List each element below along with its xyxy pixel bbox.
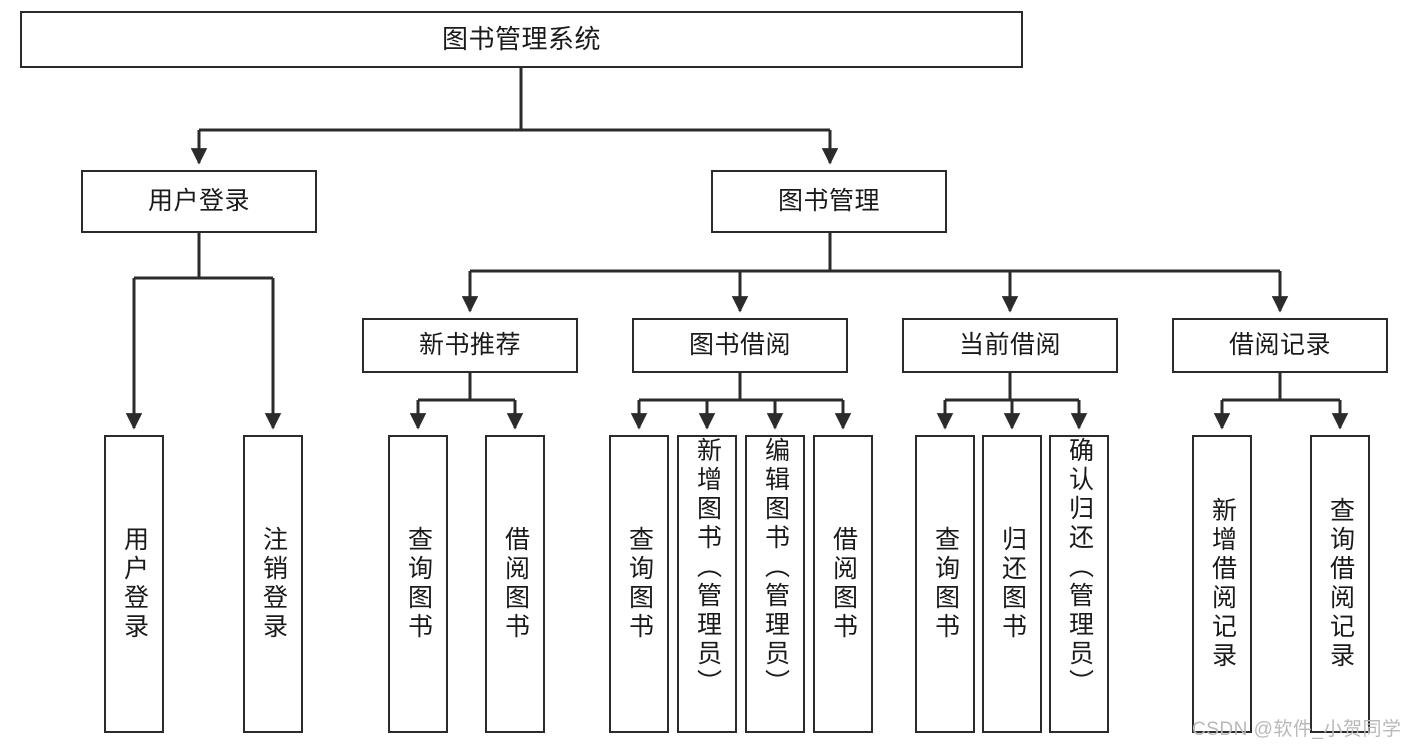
node-user-login-label: 用户登录 [147,186,250,215]
node-leaf-query-book-rec-label: 查询图书 [404,526,433,642]
node-root[interactable]: 图书管理系统 [20,11,1023,68]
node-leaf-edit-book-admin-label: 编辑图书（管理员） [761,437,790,698]
node-leaf-borrow-book[interactable]: 借阅图书 [813,435,873,733]
node-current-borrow-label: 当前借阅 [958,330,1061,359]
node-leaf-user-login-label: 用户登录 [120,526,149,642]
node-borrow-record-label: 借阅记录 [1228,330,1331,359]
node-new-book-recommend-label: 新书推荐 [418,330,521,359]
node-leaf-add-borrow-record[interactable]: 新增借阅记录 [1192,435,1252,733]
node-leaf-query-book-borrow-label: 查询图书 [625,526,654,642]
csdn-watermark: CSDN @软件_小贺同学 [1192,719,1402,740]
node-leaf-add-book-admin[interactable]: 新增图书（管理员） [677,435,737,733]
node-book-manage-label: 图书管理 [777,186,880,215]
node-book-borrow-label: 图书借阅 [688,330,791,359]
node-leaf-query-borrow-record-label: 查询借阅记录 [1326,497,1355,671]
node-leaf-return-book[interactable]: 归还图书 [982,435,1042,733]
node-leaf-query-book-borrow[interactable]: 查询图书 [609,435,669,733]
node-leaf-edit-book-admin[interactable]: 编辑图书（管理员） [745,435,805,733]
node-leaf-add-borrow-record-label: 新增借阅记录 [1208,497,1237,671]
node-leaf-query-borrow-record[interactable]: 查询借阅记录 [1310,435,1370,733]
node-leaf-query-book-current[interactable]: 查询图书 [915,435,975,733]
node-root-label: 图书管理系统 [441,24,601,55]
node-borrow-record[interactable]: 借阅记录 [1172,318,1388,373]
node-user-login[interactable]: 用户登录 [81,170,317,233]
node-new-book-recommend[interactable]: 新书推荐 [362,318,578,373]
node-leaf-query-book-current-label: 查询图书 [931,526,960,642]
node-leaf-user-logout[interactable]: 注销登录 [243,435,303,733]
node-book-manage[interactable]: 图书管理 [711,170,947,233]
node-leaf-confirm-return-admin-label: 确认归还（管理员） [1065,437,1094,698]
node-leaf-query-book-rec[interactable]: 查询图书 [388,435,448,733]
node-leaf-user-login[interactable]: 用户登录 [104,435,164,733]
node-leaf-confirm-return-admin[interactable]: 确认归还（管理员） [1049,435,1109,733]
node-leaf-add-book-admin-label: 新增图书（管理员） [693,437,722,698]
node-book-borrow[interactable]: 图书借阅 [632,318,848,373]
node-leaf-borrow-book-rec[interactable]: 借阅图书 [485,435,545,733]
node-current-borrow[interactable]: 当前借阅 [902,318,1118,373]
node-leaf-borrow-book-rec-label: 借阅图书 [501,526,530,642]
node-leaf-user-logout-label: 注销登录 [259,526,288,642]
node-leaf-return-book-label: 归还图书 [998,526,1027,642]
node-leaf-borrow-book-label: 借阅图书 [829,526,858,642]
